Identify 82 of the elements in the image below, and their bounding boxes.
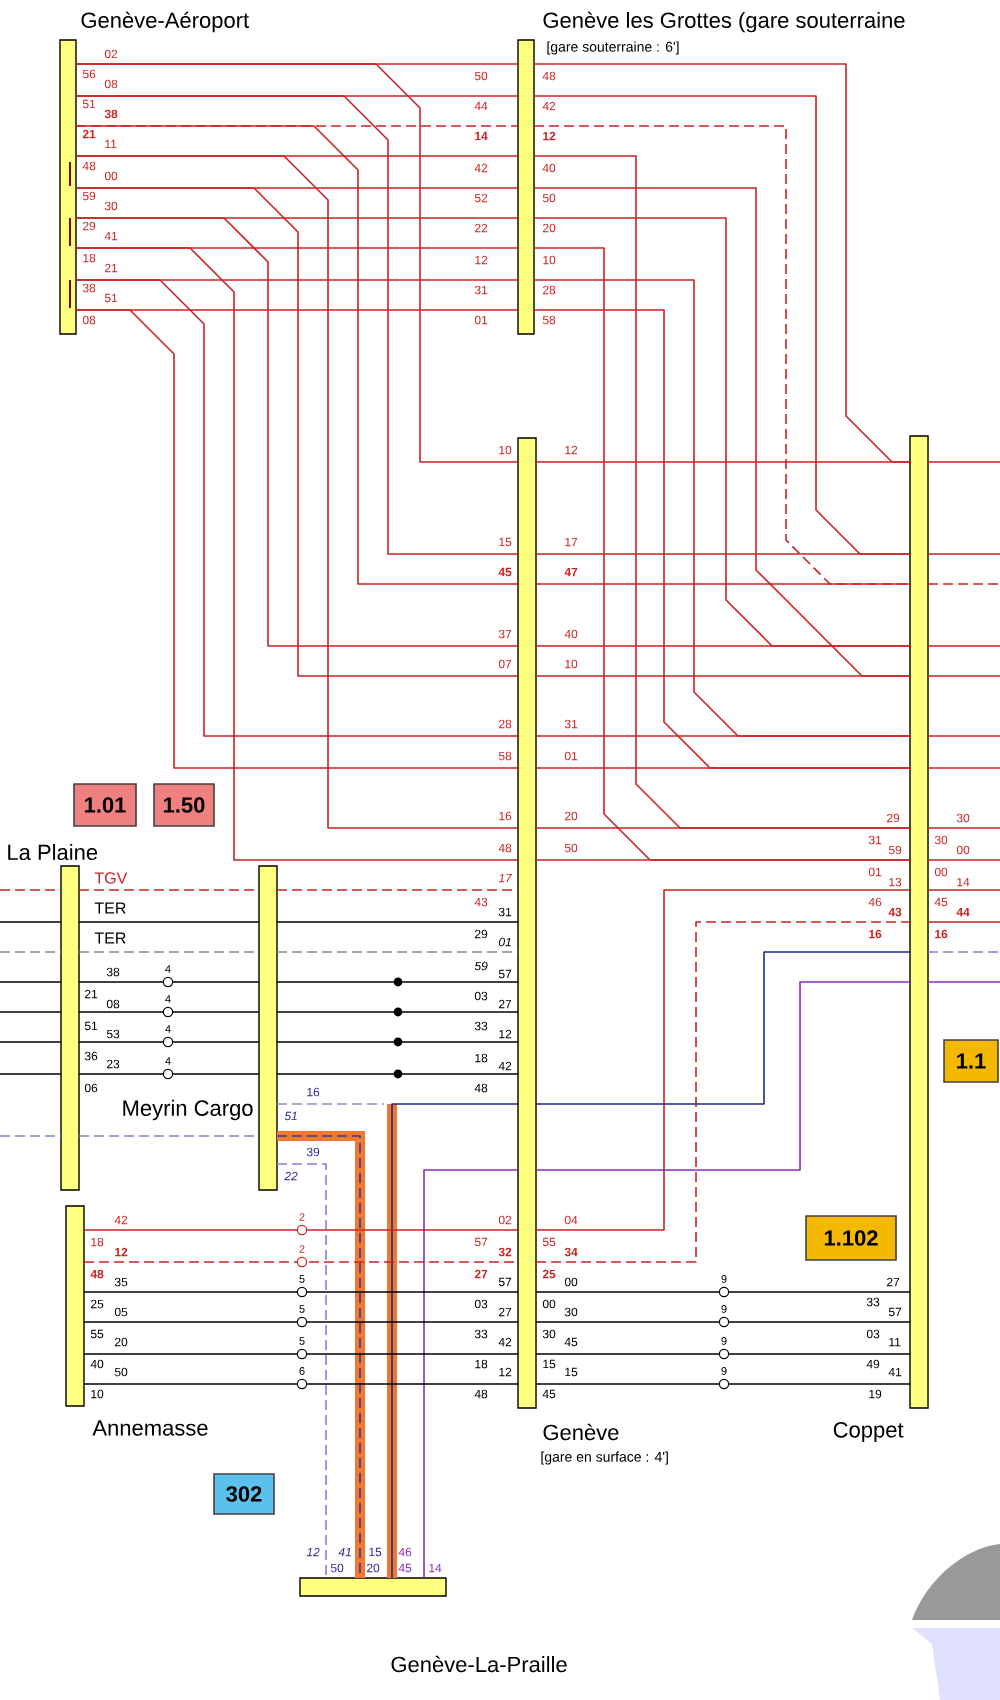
track-line (78, 1135, 260, 1137)
track-line (83, 1261, 519, 1263)
track-line (276, 889, 519, 891)
track-line (535, 461, 911, 463)
track-line (276, 1073, 519, 1075)
track-line (927, 461, 1000, 463)
track-line (927, 981, 1000, 983)
route-number-box: 1.1 (943, 1039, 999, 1083)
track-line (0, 951, 62, 953)
track-line (0, 1011, 62, 1013)
track-line (78, 889, 260, 891)
track-line (83, 1321, 519, 1323)
station-name: La Plaine (8, 843, 98, 861)
track-line (78, 1073, 260, 1075)
track-line (535, 827, 911, 829)
track-line (78, 981, 260, 983)
track-line (927, 645, 1000, 647)
track-line (276, 1041, 519, 1043)
station-name: Genève-La-Praille (391, 1655, 567, 1673)
track-line (83, 1291, 519, 1293)
track-line (78, 1011, 260, 1013)
track-line (0, 981, 62, 983)
track-line (535, 675, 911, 677)
track-line (927, 951, 1000, 953)
track-line (535, 1383, 911, 1385)
route-number-box: 1.50 (153, 783, 215, 827)
track-line (535, 921, 911, 1263)
track-line (276, 921, 519, 923)
station-name: Genève les Grottes (gare souterraine (543, 11, 905, 33)
station-name: Meyrin Cargo (123, 1099, 253, 1121)
track-line (535, 951, 911, 1105)
track-line (535, 583, 911, 585)
track-line (276, 1103, 385, 1105)
track-line (0, 1135, 62, 1137)
track-line (535, 1353, 911, 1355)
track-line (927, 583, 1000, 585)
route-number-box: 1.01 (73, 783, 137, 827)
track-line (83, 1229, 519, 1231)
track-line (0, 1041, 62, 1043)
track-line (535, 1321, 911, 1323)
track-line (535, 889, 911, 1231)
track-line (75, 155, 519, 829)
track-line (276, 981, 519, 983)
track-line (78, 921, 260, 923)
track-line (83, 1353, 519, 1355)
route-number-box: 1.102 (805, 1215, 897, 1261)
station-name: Genève-Aéroport (81, 11, 249, 33)
track-line (75, 63, 519, 463)
track-line (927, 889, 1000, 891)
track-line (276, 1011, 519, 1013)
track-line (927, 921, 1000, 923)
station-name: Annemasse (92, 1420, 208, 1436)
track-line (927, 827, 1000, 829)
track-line (927, 675, 1000, 677)
track-line (0, 921, 62, 923)
track-line (0, 889, 62, 891)
track-line (535, 767, 911, 769)
track-line (535, 735, 911, 737)
track-line (78, 1041, 260, 1043)
track-line (927, 735, 1000, 737)
edge-label: TGV (94, 872, 128, 884)
track-line (276, 951, 519, 953)
track-line (535, 1291, 911, 1293)
track-line (423, 1169, 519, 1579)
track-line (0, 1073, 62, 1075)
track-line (535, 553, 911, 555)
track-line (927, 859, 1000, 861)
track-line (927, 553, 1000, 555)
track-line (83, 1383, 519, 1385)
station-name: Genève (543, 1423, 619, 1441)
edge-label: TER (94, 932, 126, 944)
track-line (78, 951, 260, 953)
track-line (927, 767, 1000, 769)
track-line (535, 981, 911, 1171)
station-name: Coppet (833, 1422, 904, 1442)
track-line (276, 1163, 327, 1579)
edge-label: TER (94, 902, 126, 914)
route-number-box: 302 (213, 1473, 275, 1515)
track-line (75, 247, 519, 861)
track-line (535, 645, 911, 647)
track-line (391, 1103, 519, 1579)
track-line (535, 859, 911, 861)
